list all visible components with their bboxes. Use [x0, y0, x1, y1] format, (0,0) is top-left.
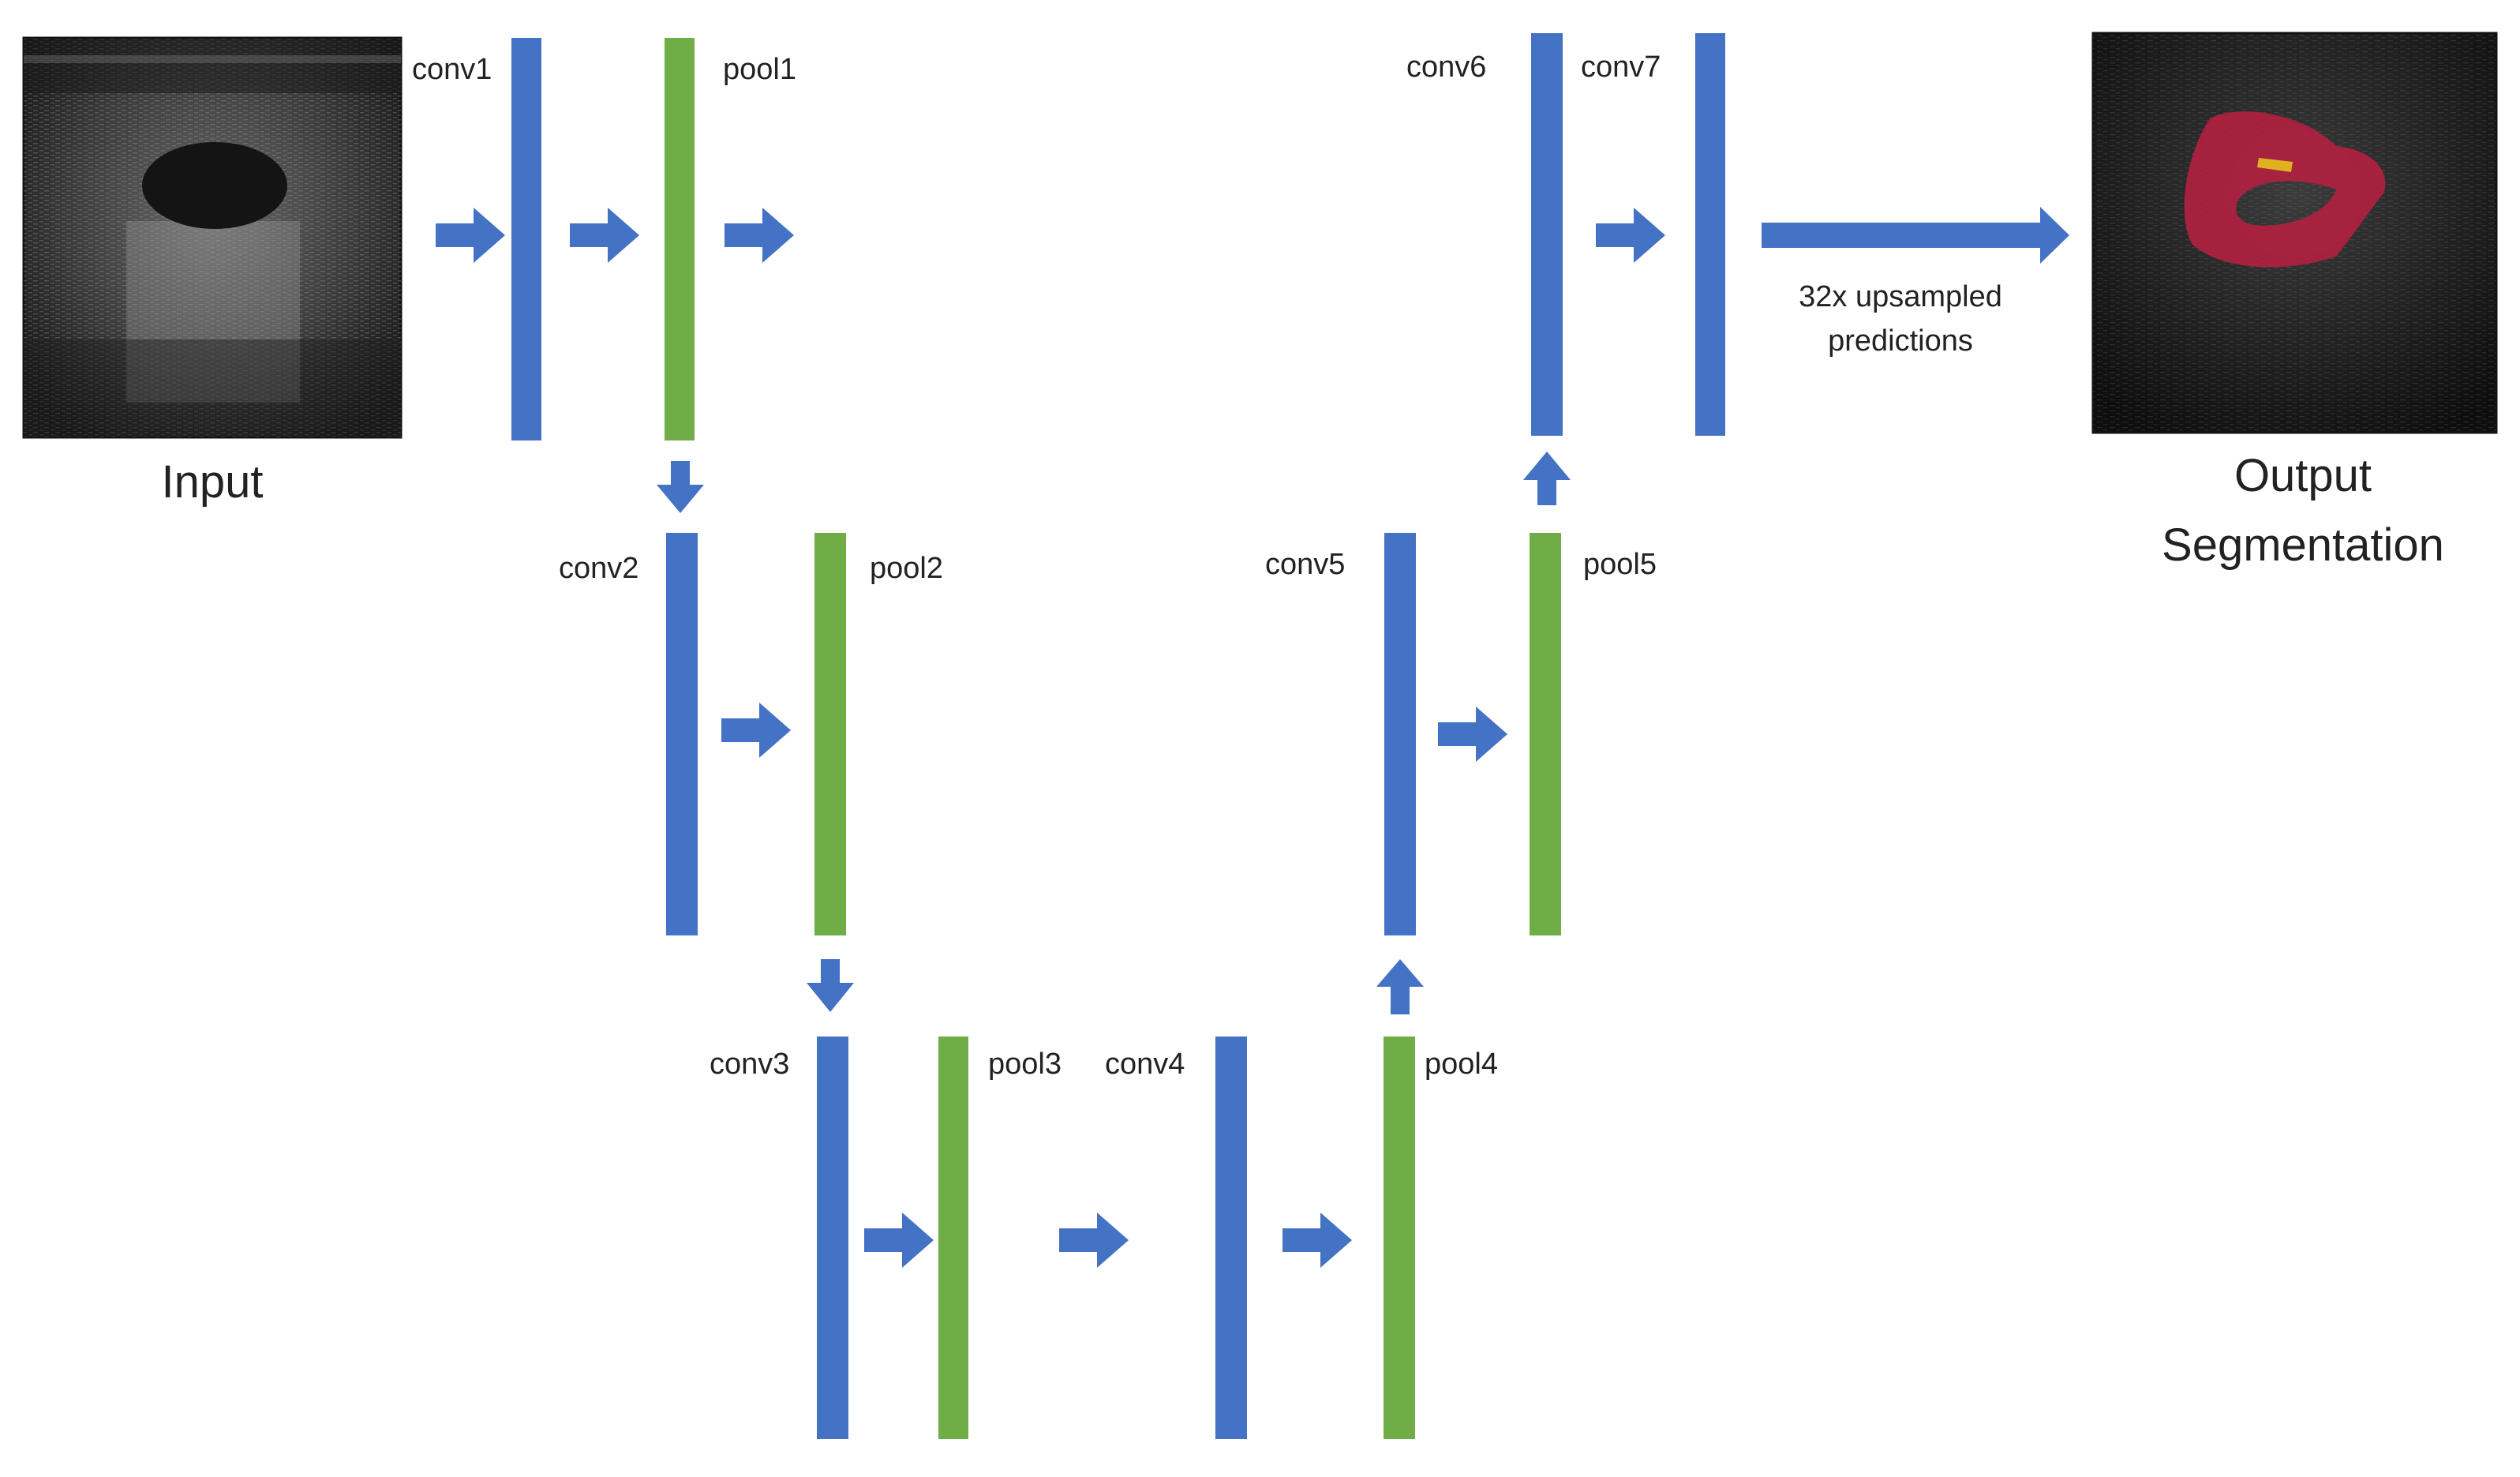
arrow-right-icon [721, 703, 791, 758]
arrow-down-icon [657, 461, 704, 513]
conv7-label: conv7 [1581, 51, 1661, 84]
pool1-label: pool1 [723, 53, 796, 86]
pool1-bar [665, 38, 695, 440]
conv6-bar [1531, 33, 1563, 436]
output-label-line2: Segmentation [2162, 519, 2444, 571]
conv4-bar [1215, 1037, 1247, 1439]
output-label-line1: Output [2234, 450, 2372, 501]
conv1-label: conv1 [412, 53, 492, 86]
conv3-label: conv3 [710, 1048, 789, 1081]
input-label: Input [162, 456, 264, 508]
arrow-down-icon [807, 959, 854, 1012]
arrow-right-icon [864, 1213, 934, 1268]
arrow-right-icon [570, 208, 639, 263]
arrow-right-icon [1282, 1213, 1352, 1268]
pool3-bar [938, 1037, 968, 1439]
upsample-caption-line2: predictions [1828, 324, 1973, 358]
pool4-label: pool4 [1425, 1048, 1498, 1081]
pool5-label: pool5 [1583, 548, 1657, 581]
upsample-arrow-icon [1762, 207, 2069, 264]
output-segmentation-image [2091, 32, 2498, 434]
arrow-right-icon [1438, 707, 1507, 762]
conv7-bar [1695, 33, 1725, 436]
segmentation-mask-highlight [2257, 158, 2293, 172]
arrow-right-icon [436, 208, 505, 263]
pool3-label: pool3 [988, 1048, 1062, 1081]
conv1-bar [511, 38, 541, 440]
flow-arrows [436, 207, 2069, 1268]
pool2-label: pool2 [870, 552, 943, 585]
segmentation-mask [2184, 111, 2386, 268]
pool2-bar [814, 533, 846, 935]
upsample-caption-line1: 32x upsampled [1799, 280, 2002, 313]
conv4-label: conv4 [1105, 1048, 1185, 1081]
arrow-up-icon [1376, 959, 1424, 1014]
conv2-bar [666, 533, 698, 935]
arrow-right-icon [1596, 208, 1665, 263]
layer-bars [511, 33, 1725, 1439]
arrow-right-icon [1059, 1213, 1129, 1268]
conv6-label: conv6 [1406, 51, 1486, 84]
pool4-bar [1384, 1037, 1415, 1439]
conv5-label: conv5 [1265, 548, 1345, 581]
conv3-bar [817, 1037, 848, 1439]
conv2-label: conv2 [559, 552, 638, 585]
arrow-up-icon [1523, 452, 1571, 505]
arrow-right-icon [725, 208, 794, 263]
pool5-bar [1530, 533, 1561, 935]
conv5-bar [1384, 533, 1416, 935]
input-ultrasound-image [22, 36, 403, 439]
